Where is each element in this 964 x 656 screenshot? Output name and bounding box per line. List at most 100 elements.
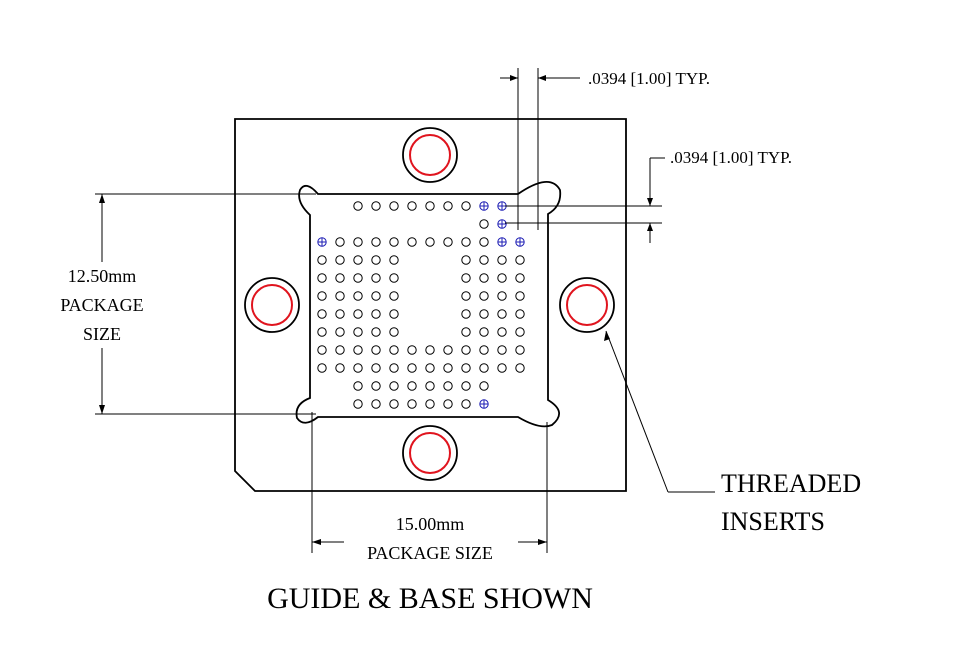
pad [425, 237, 435, 247]
pad [317, 327, 327, 337]
pad [479, 381, 489, 391]
pad [407, 201, 417, 211]
pad [389, 327, 399, 337]
pad [515, 273, 525, 283]
threaded-insert-top [402, 127, 458, 183]
pad [317, 273, 327, 283]
pad [353, 309, 363, 319]
pad [497, 327, 507, 337]
pad [497, 363, 507, 373]
pad [497, 309, 507, 319]
pad [461, 327, 471, 337]
pad [389, 273, 399, 283]
pad [353, 237, 363, 247]
pad [461, 291, 471, 301]
pad [461, 363, 471, 373]
pad [317, 363, 327, 373]
pitch-label-right: .0394 [1.00] TYP. [670, 148, 792, 167]
pad [515, 309, 525, 319]
threaded-insert-right [559, 277, 615, 333]
pad [407, 345, 417, 355]
pad [425, 363, 435, 373]
pad-marked [497, 201, 507, 211]
pad [389, 363, 399, 373]
pad [443, 201, 453, 211]
pad [461, 255, 471, 265]
threaded-insert-bottom [402, 425, 458, 481]
pad [407, 399, 417, 409]
pad [371, 345, 381, 355]
pad-marked [515, 237, 525, 247]
pad [335, 237, 345, 247]
threaded-inserts-leader [604, 330, 715, 493]
pad [353, 255, 363, 265]
pad [353, 291, 363, 301]
pad [497, 345, 507, 355]
pad [461, 381, 471, 391]
pad [389, 381, 399, 391]
pad [371, 201, 381, 211]
pad [371, 327, 381, 337]
callout-label-line2: INSERTS [721, 507, 825, 536]
pad [371, 381, 381, 391]
pad [479, 219, 489, 229]
pad [353, 327, 363, 337]
width-dimension [311, 412, 548, 553]
pad [371, 237, 381, 247]
pad-grid [317, 201, 525, 409]
drawing-title: GUIDE & BASE SHOWN [267, 582, 593, 615]
pad [389, 237, 399, 247]
width-package-label: PACKAGE SIZE [367, 543, 493, 563]
pitch-dimension-top [500, 68, 580, 230]
pad [317, 291, 327, 301]
pad [479, 255, 489, 265]
pad [407, 381, 417, 391]
pad [515, 291, 525, 301]
height-dimension [95, 193, 316, 415]
pad-marked [317, 237, 327, 247]
pad [443, 237, 453, 247]
pad [515, 327, 525, 337]
pad [389, 255, 399, 265]
pad [317, 345, 327, 355]
pad [443, 381, 453, 391]
pad [389, 345, 399, 355]
pad [461, 399, 471, 409]
pad [461, 309, 471, 319]
pad [389, 399, 399, 409]
pad [335, 273, 345, 283]
pad [515, 345, 525, 355]
pad [389, 201, 399, 211]
pad [335, 327, 345, 337]
pad [371, 273, 381, 283]
pad [335, 255, 345, 265]
pitch-dimension-right [505, 157, 665, 243]
pad-marked [497, 237, 507, 247]
pad [389, 309, 399, 319]
pad [425, 201, 435, 211]
pad [335, 363, 345, 373]
pad [353, 399, 363, 409]
pad [425, 399, 435, 409]
pad [317, 309, 327, 319]
pad [353, 345, 363, 355]
pad [371, 255, 381, 265]
pad [353, 381, 363, 391]
pad [335, 291, 345, 301]
pad [461, 345, 471, 355]
pad-marked [479, 399, 489, 409]
pad [371, 291, 381, 301]
guide-opening-outline [295, 181, 562, 428]
pad [515, 255, 525, 265]
base-plate-outline [234, 118, 627, 492]
pad [497, 273, 507, 283]
pad [443, 345, 453, 355]
height-size-label: SIZE [83, 324, 121, 344]
pad [317, 255, 327, 265]
pad [497, 255, 507, 265]
pad-marked [479, 201, 489, 211]
height-value-label: 12.50mm [68, 266, 137, 286]
pad-marked [497, 219, 507, 229]
pad [479, 309, 489, 319]
